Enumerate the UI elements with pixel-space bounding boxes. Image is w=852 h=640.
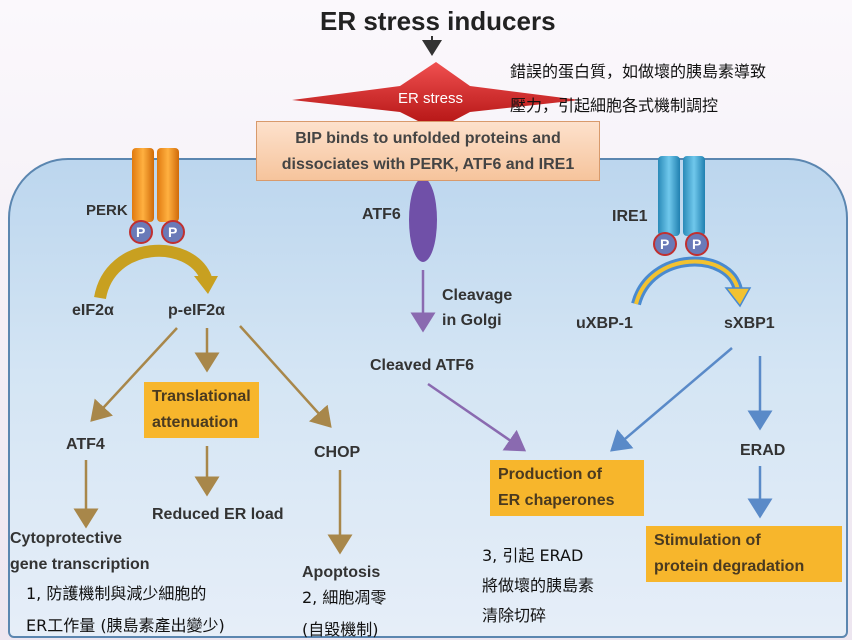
atf6-protein — [409, 178, 437, 262]
translational-line2: attenuation — [152, 414, 239, 431]
note1-line1: 1, 防護機制與減少細胞的 — [26, 584, 207, 603]
uxbp1-label: uXBP-1 — [576, 315, 633, 332]
production-line1: Production of — [498, 466, 602, 483]
arrow-to-chop — [239, 325, 332, 428]
perk-receptor-left — [132, 148, 154, 222]
atf6-label: ATF6 — [362, 206, 401, 223]
perk-label: PERK — [86, 202, 128, 219]
production-line2: ER chaperones — [498, 492, 615, 509]
ire1-receptor-left — [658, 156, 680, 236]
perk-phospho-2 — [161, 220, 185, 244]
arrow-to-production-xbp — [610, 347, 733, 452]
cjk-top-line2: 壓力，引起細胞各式機制調控 — [510, 96, 719, 115]
ire1-label: IRE1 — [612, 208, 648, 225]
perk-p1-text: P — [136, 224, 146, 240]
chop-label: CHOP — [314, 444, 361, 461]
ire1-receptor-right — [683, 156, 705, 236]
note3-line3: 清除切碎 — [482, 606, 547, 625]
note2-line1: 2, 細胞凋零 — [302, 588, 387, 607]
bip-line2: dissociates with PERK, ATF6 and IRE1 — [281, 156, 575, 173]
cleavage-line1: Cleavage — [442, 287, 513, 304]
note3-line2: 將做壞的胰島素 — [482, 576, 595, 595]
production-box: Production of ER chaperones — [490, 460, 644, 516]
title: ER stress inducers — [320, 6, 556, 36]
sxbp1-label: sXBP1 — [724, 315, 775, 332]
eif2a-label: eIF2α — [72, 302, 114, 319]
ire1-p2-text: P — [692, 236, 702, 252]
bip-box: BIP binds to unfolded proteins and disso… — [256, 121, 600, 181]
stimulation-line2: protein degradation — [654, 558, 805, 575]
apoptosis-label: Apoptosis — [302, 564, 381, 581]
ire1-curve-head — [724, 287, 752, 308]
ire1-phospho-2 — [685, 232, 709, 256]
er-stress-label: ER stress — [398, 90, 464, 107]
stimulation-box: Stimulation of protein degradation — [646, 526, 842, 582]
stimulation-line1: Stimulation of — [654, 532, 761, 549]
note1-line2: ER工作量 (胰島素產出變少) — [26, 616, 225, 635]
ire1-p1-text: P — [660, 236, 670, 252]
p-eif2a-label: p-eIF2α — [168, 302, 225, 319]
perk-phospho-curve — [94, 244, 212, 300]
note3-line1: 3, 引起 ERAD — [482, 546, 584, 565]
cjk-top-line1: 錯誤的蛋白質，如做壞的胰島素導致 — [510, 62, 767, 81]
arrow-to-atf4 — [90, 327, 178, 422]
reduced-er-load-label: Reduced ER load — [152, 506, 284, 523]
ire1-phospho-1 — [653, 232, 677, 256]
perk-phospho-1 — [129, 220, 153, 244]
atf4-label: ATF4 — [66, 436, 105, 453]
erad-label: ERAD — [740, 442, 786, 459]
cleaved-atf6-label: Cleaved ATF6 — [370, 357, 475, 374]
translational-box: Translational attenuation — [144, 382, 259, 438]
er-stress-star — [292, 62, 580, 130]
perk-curve-head — [194, 276, 218, 294]
perk-p2-text: P — [168, 224, 178, 240]
note2-line2: (自毀機制) — [302, 620, 379, 639]
cytoprotective-line1: Cytoprotective — [10, 530, 123, 547]
translational-line1: Translational — [152, 388, 251, 405]
cleavage-line2: in Golgi — [442, 312, 502, 329]
arrow-to-production-atf6 — [427, 382, 527, 452]
cytoprotective-line2: gene transcription — [10, 556, 150, 573]
bip-line1: BIP binds to unfolded proteins and — [295, 130, 561, 147]
perk-receptor-right — [157, 148, 179, 222]
